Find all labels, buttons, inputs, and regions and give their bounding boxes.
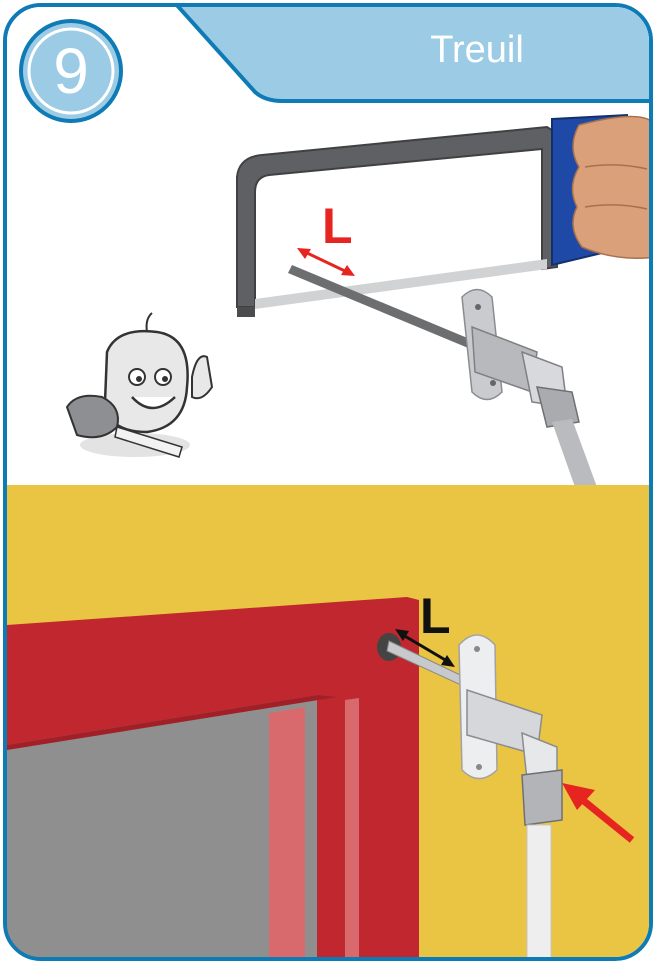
window-frame-icon: [7, 597, 419, 961]
step-number: 9: [17, 17, 125, 125]
measure-label-top: L: [322, 197, 353, 255]
page-title: Treuil: [357, 29, 597, 79]
instruction-card: 9 Treuil L L: [3, 3, 653, 961]
measure-label-bottom: L: [420, 587, 451, 645]
window-illustration: [7, 485, 653, 961]
